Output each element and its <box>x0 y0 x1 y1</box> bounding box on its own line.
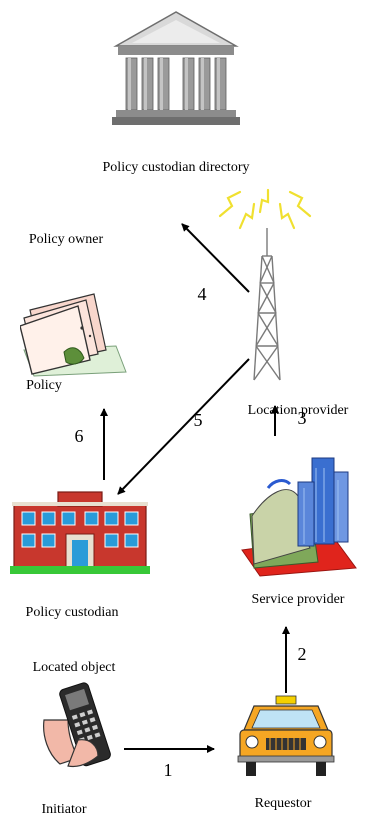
document-stack-icon <box>20 293 127 377</box>
service-provider-label: Service provider <box>251 592 345 607</box>
step-2-number: 2 <box>297 644 307 664</box>
policy-label: Policy <box>26 378 62 393</box>
policy-custodian-label: Policy custodian <box>25 605 119 620</box>
taxi-icon <box>237 695 335 776</box>
initiator-label: Initiator <box>41 802 87 817</box>
radio-tower-icon <box>218 188 312 381</box>
directory-label: Policy custodian directory <box>102 160 250 175</box>
step-4-number: 4 <box>197 284 207 304</box>
requestor-label: Requestor <box>254 796 312 811</box>
step-6-number: 6 <box>74 426 84 446</box>
arrow-5 <box>117 358 250 495</box>
office-building-icon <box>10 491 150 574</box>
step-1-number: 1 <box>163 760 173 780</box>
city-buildings-icon <box>241 457 357 577</box>
classical-building-icon <box>112 11 240 125</box>
step-5-number: 5 <box>193 410 203 430</box>
location-provider-label: Location provider <box>247 403 349 418</box>
located-object-label: Located object <box>32 660 116 675</box>
step-3-number: 3 <box>297 408 307 428</box>
mobile-phone-icon <box>43 682 111 768</box>
policy-owner-label: Policy owner <box>28 232 104 247</box>
arrow-4 <box>181 223 250 293</box>
